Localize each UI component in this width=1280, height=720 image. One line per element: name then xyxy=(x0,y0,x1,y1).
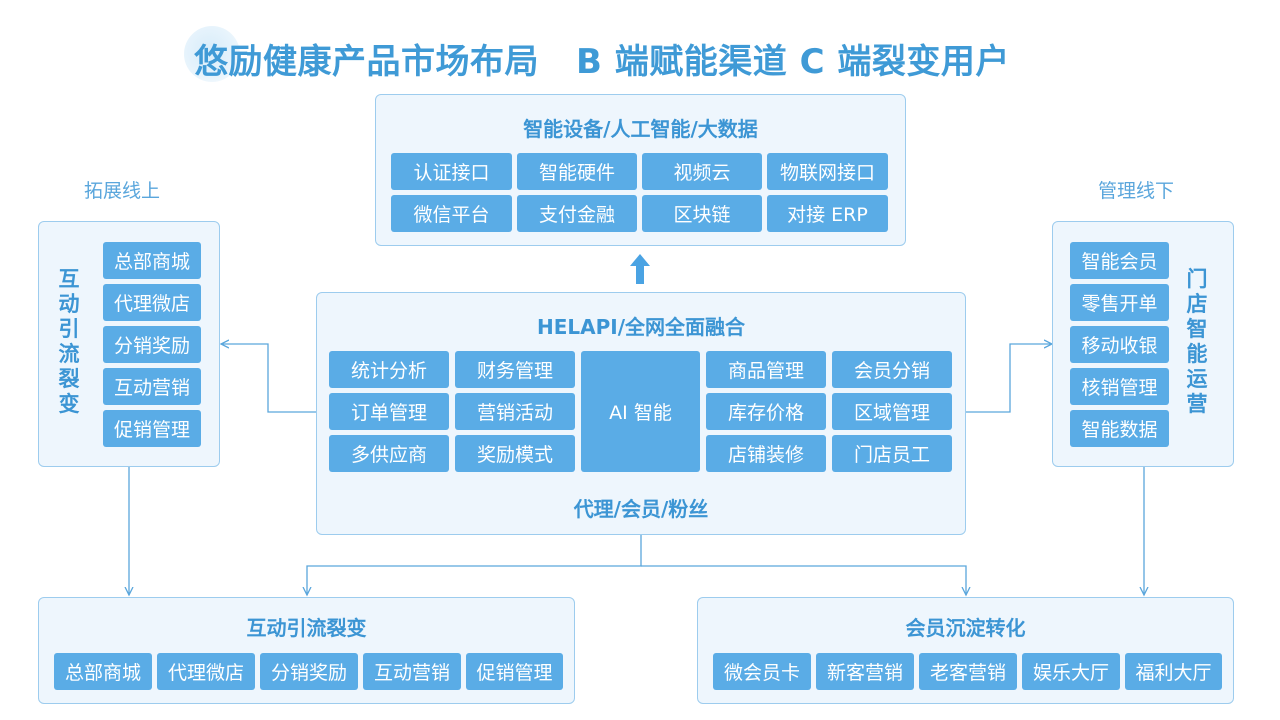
right-side-heading: 管理线下 xyxy=(1098,180,1175,202)
top-item: 区块链 xyxy=(642,195,762,232)
bottom-right-item: 新客营销 xyxy=(816,653,914,690)
center-to-left-connector xyxy=(221,344,316,413)
bottom-left-item: 代理微店 xyxy=(157,653,255,690)
bottom-right-item: 娱乐大厅 xyxy=(1022,653,1120,690)
right-item: 智能数据 xyxy=(1070,410,1169,447)
page-title-area: 悠励健康产品市场布局 B 端赋能渠道 C 端裂变用户 xyxy=(184,24,1084,84)
title-decoration-circle xyxy=(184,26,240,82)
up-arrow-icon xyxy=(630,254,650,284)
bottom-right-item: 老客营销 xyxy=(919,653,1017,690)
center-left-item: 多供应商 xyxy=(329,435,449,472)
center-to-bottom-right-connector xyxy=(641,565,966,595)
right-item: 智能会员 xyxy=(1070,242,1169,279)
bottom-right-panel-title: 会员沉淀转化 xyxy=(905,616,1026,640)
ai-core-box: AI 智能 xyxy=(581,351,700,472)
center-left-item: 营销活动 xyxy=(455,393,575,430)
right-item: 核销管理 xyxy=(1070,368,1169,405)
right-item: 移动收银 xyxy=(1070,326,1169,363)
left-item: 分销奖励 xyxy=(103,326,201,363)
center-right-item: 会员分销 xyxy=(832,351,952,388)
center-left-item: 奖励模式 xyxy=(455,435,575,472)
center-panel-title: HELAPI/全网全面融合 xyxy=(536,315,746,339)
bottom-right-item: 福利大厅 xyxy=(1125,653,1222,690)
center-right-item: 商品管理 xyxy=(706,351,826,388)
center-left-item: 统计分析 xyxy=(329,351,449,388)
left-item: 总部商城 xyxy=(103,242,201,279)
left-panel: 互动引流裂变 总部商城 代理微店 分销奖励 互动营销 促销管理 xyxy=(38,221,220,467)
right-item: 零售开单 xyxy=(1070,284,1169,321)
left-vertical-label: 互动引流裂变 xyxy=(58,267,80,416)
bottom-right-panel: 会员沉淀转化 微会员卡 新客营销 老客营销 娱乐大厅 福利大厅 xyxy=(697,597,1234,704)
center-left-item: 财务管理 xyxy=(455,351,575,388)
top-item: 认证接口 xyxy=(391,153,512,190)
center-to-bottom-left-connector xyxy=(307,535,642,595)
center-panel: HELAPI/全网全面融合 统计分析 财务管理 订单管理 营销活动 多供应商 奖… xyxy=(316,292,966,535)
center-right-item: 区域管理 xyxy=(832,393,952,430)
bottom-left-item: 互动营销 xyxy=(363,653,461,690)
left-side-heading: 拓展线上 xyxy=(84,180,161,202)
center-left-item: 订单管理 xyxy=(329,393,449,430)
top-item: 物联网接口 xyxy=(767,153,888,190)
center-to-right-connector xyxy=(966,344,1052,413)
top-panel: 智能设备/人工智能/大数据 认证接口 智能硬件 视频云 物联网接口 微信平台 支… xyxy=(375,94,906,246)
center-right-item: 门店员工 xyxy=(832,435,952,472)
right-panel: 智能会员 零售开单 移动收银 核销管理 智能数据 门店智能运营 xyxy=(1052,221,1234,467)
page-title: 悠励健康产品市场布局 B 端赋能渠道 C 端裂变用户 xyxy=(194,42,1010,82)
left-item: 代理微店 xyxy=(103,284,201,321)
left-item: 互动营销 xyxy=(103,368,201,405)
top-item: 对接 ERP xyxy=(767,195,888,232)
top-panel-title: 智能设备/人工智能/大数据 xyxy=(523,117,758,141)
center-right-item: 店铺装修 xyxy=(706,435,826,472)
bottom-left-item: 总部商城 xyxy=(54,653,152,690)
right-vertical-label: 门店智能运营 xyxy=(1186,267,1208,416)
center-right-item: 库存价格 xyxy=(706,393,826,430)
bottom-left-item: 分销奖励 xyxy=(260,653,358,690)
top-item: 支付金融 xyxy=(517,195,637,232)
bottom-left-panel-title: 互动引流裂变 xyxy=(246,616,367,640)
left-item: 促销管理 xyxy=(103,410,201,447)
top-item: 智能硬件 xyxy=(517,153,637,190)
bottom-left-panel: 互动引流裂变 总部商城 代理微店 分销奖励 互动营销 促销管理 xyxy=(38,597,575,704)
top-item: 微信平台 xyxy=(391,195,512,232)
bottom-left-item: 促销管理 xyxy=(466,653,563,690)
top-item: 视频云 xyxy=(642,153,762,190)
bottom-right-item: 微会员卡 xyxy=(713,653,811,690)
center-panel-footer: 代理/会员/粉丝 xyxy=(573,497,709,521)
